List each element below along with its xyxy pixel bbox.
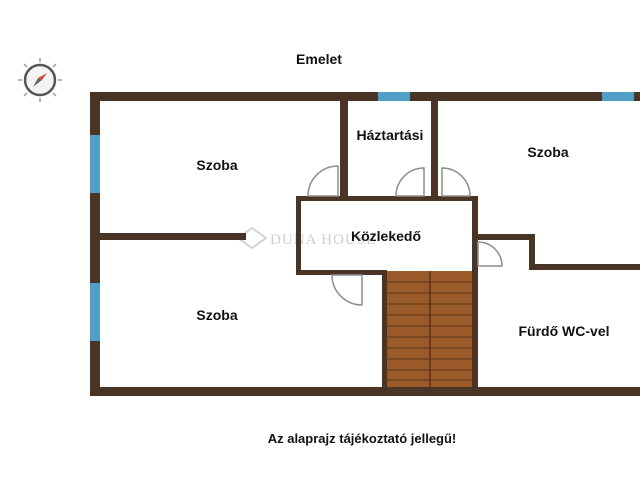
room-label-haztartasi: Háztartási [357,127,424,143]
window-left-upper [90,135,100,193]
disclaimer-text: Az alaprajz tájékoztató jellegű! [268,431,457,446]
windows [90,92,634,341]
door-haztartasi [395,167,425,197]
compass-icon [18,58,62,102]
doors [307,165,503,306]
door-kozlekedo-lower [331,274,363,306]
window-top-haztartasi [378,92,410,101]
walls [90,92,640,396]
door-furdo [477,241,503,267]
room-label-szoba-bottom-left: Szoba [196,307,237,323]
window-left-lower [90,283,100,341]
room-label-furdo: Fürdő WC-vel [519,323,610,339]
room-label-szoba-top-left: Szoba [196,157,237,173]
window-top-right [602,92,634,101]
door-szoba-top-left [307,165,339,197]
staircase [386,271,474,388]
door-szoba-top-right [441,167,471,197]
room-label-szoba-top-right: Szoba [527,144,568,160]
room-label-kozlekedo: Közlekedő [351,228,421,244]
floor-title: Emelet [296,51,342,67]
